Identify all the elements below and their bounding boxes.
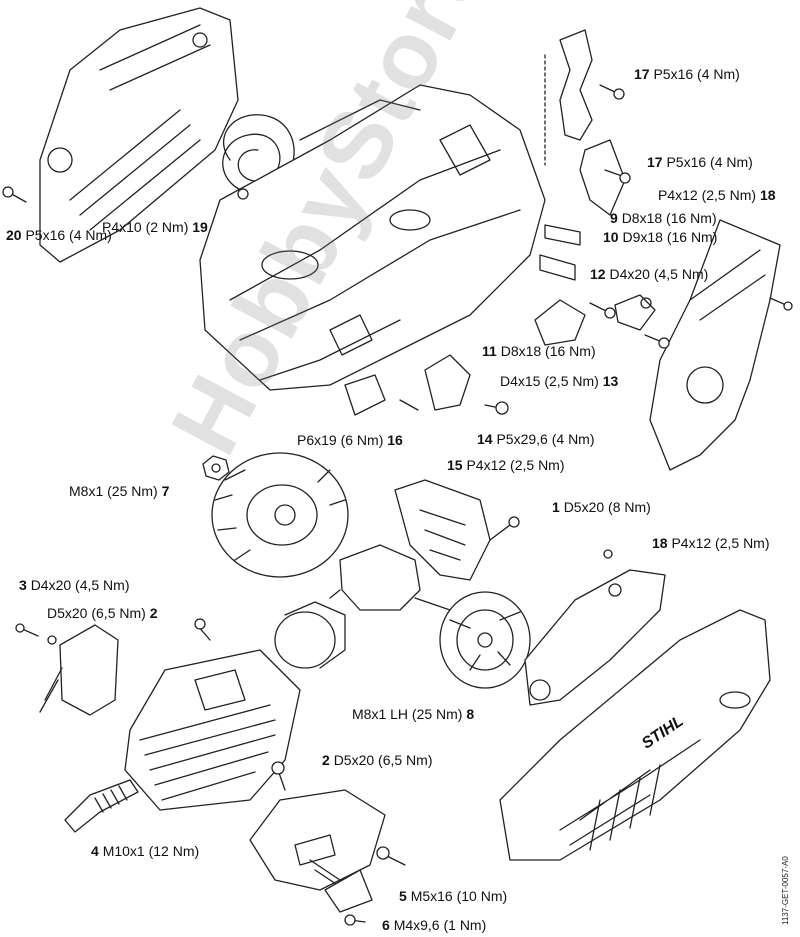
ignition-module: [39, 624, 119, 716]
label-2-top: D5x20 (6,5 Nm) 2: [47, 605, 158, 621]
label-6: 6 M4x9,6 (1 Nm): [382, 917, 487, 933]
label-5: 5 M5x16 (10 Nm): [399, 888, 508, 904]
spark-plug: [64, 779, 139, 833]
muffler: [249, 789, 386, 913]
label-2-bottom: 2 D5x20 (6,5 Nm): [322, 752, 433, 768]
label-14: 14 P5x29,6 (4 Nm): [477, 431, 595, 447]
label-7: M8x1 (25 Nm) 7: [69, 483, 170, 499]
label-13: D4x15 (2,5 Nm) 13: [500, 373, 619, 389]
sprocket-cover: [649, 219, 781, 471]
screws: [2, 84, 793, 926]
rewind-spring: [222, 114, 295, 193]
label-18-mid: 18 P4x12 (2,5 Nm): [652, 535, 770, 551]
crankcase-part: [394, 479, 491, 581]
label-9: 9 D8x18 (16 Nm): [610, 210, 717, 226]
label-20: 20 P5x16 (4 Nm): [6, 227, 112, 243]
starter-cover: [39, 7, 239, 263]
nut-7: [202, 455, 230, 481]
crankshaft: [329, 544, 451, 611]
label-17-top: 17 P5x16 (4 Nm): [634, 66, 740, 82]
label-10: 10 D9x18 (16 Nm): [603, 229, 718, 245]
label-12: 12 D4x20 (4,5 Nm): [590, 266, 709, 282]
label-4: 4 M10x1 (12 Nm): [91, 843, 200, 859]
label-16: P6x19 (6 Nm) 16: [297, 432, 403, 448]
chain-brake: [524, 569, 666, 706]
drawing-code: 1137-GET-0057-A0: [781, 856, 790, 925]
side-cover: [499, 609, 771, 861]
bracket-part: [544, 29, 626, 216]
piston: [274, 601, 346, 669]
label-1: 1 D5x20 (8 Nm): [552, 499, 651, 515]
clutch: [439, 591, 531, 689]
flywheel: [211, 452, 349, 578]
label-8: M8x1 LH (25 Nm) 8: [352, 706, 475, 722]
label-11: 11 D8x18 (16 Nm): [482, 343, 596, 359]
main-housing: [199, 84, 546, 391]
label-19: P4x10 (2 Nm) 19: [102, 219, 208, 235]
label-18-top: P4x12 (2,5 Nm) 18: [658, 187, 776, 203]
label-17-mid: 17 P5x16 (4 Nm): [647, 154, 753, 170]
cylinder: [124, 649, 301, 811]
oil-pump-parts: [344, 224, 656, 416]
label-15: 15 P4x12 (2,5 Nm): [447, 457, 565, 473]
label-3: 3 D4x20 (4,5 Nm): [19, 577, 130, 593]
